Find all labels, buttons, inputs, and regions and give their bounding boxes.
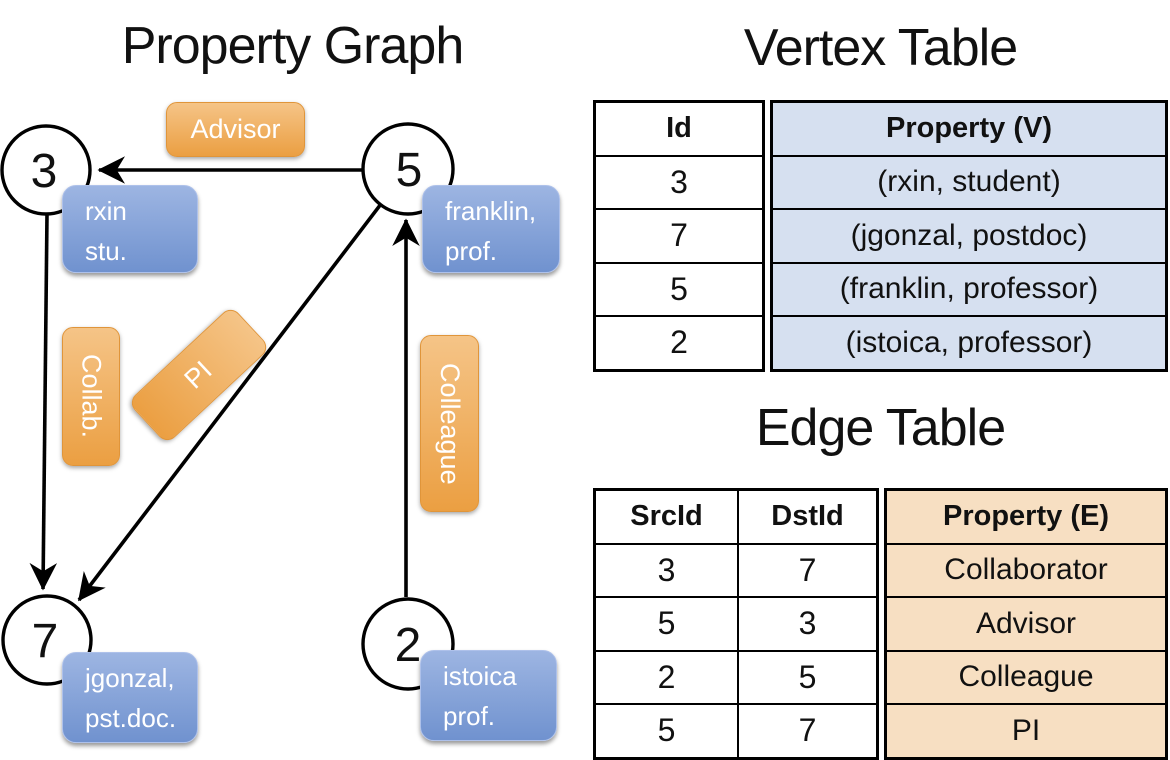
property-box-istoica: istoica prof. <box>420 650 557 741</box>
table-row: Colleague <box>884 649 1168 705</box>
edge-label-colleague: Colleague <box>420 335 479 512</box>
table-row: (jgonzal, postdoc) <box>770 208 1168 264</box>
edge-property-cell: PI <box>884 703 1168 759</box>
edge-table-property-column: Property (E) Collaborator Advisor Collea… <box>884 488 1168 760</box>
vertex-table-id-column: Id 3 7 5 2 <box>593 100 765 372</box>
vertex-id-cell: 2 <box>593 315 765 371</box>
table-row: 7 <box>593 208 765 264</box>
property-box-franklin-line1: franklin, <box>445 196 537 226</box>
table-row: Property (E) <box>884 488 1168 545</box>
table-row: 5 3 <box>593 596 879 652</box>
edge-srcid-cell: 5 <box>593 703 739 759</box>
vertex-property-cell: (franklin, professor) <box>770 261 1168 317</box>
vertex-id-cell: 7 <box>593 208 765 264</box>
table-row: Advisor <box>884 596 1168 652</box>
property-box-rxin-line2: stu. <box>85 236 127 266</box>
edge-3-to-7-collaborator <box>29 213 58 591</box>
vertex-property-header: Property (V) <box>770 100 1168 157</box>
property-box-jgonzal: jgonzal, pst.doc. <box>62 652 198 743</box>
table-row: 5 7 <box>593 703 879 759</box>
table-row: SrcId DstId <box>593 488 879 545</box>
property-box-istoica-line1: istoica <box>443 661 517 691</box>
table-row: 3 7 <box>593 542 879 598</box>
edge-dstid-cell: 7 <box>737 703 879 759</box>
table-row: 2 5 <box>593 649 879 705</box>
table-row: (istoica, professor) <box>770 315 1168 371</box>
vertex-property-cell: (istoica, professor) <box>770 315 1168 371</box>
edge-property-cell: Collaborator <box>884 542 1168 598</box>
node-3-id: 3 <box>31 145 58 198</box>
edge-label-collab: Collab. <box>62 327 120 466</box>
vertex-id-header: Id <box>593 100 765 157</box>
edge-label-advisor: Advisor <box>166 102 305 157</box>
edge-table-id-columns: SrcId DstId 3 7 5 3 2 5 5 7 <box>593 488 879 760</box>
table-row: 2 <box>593 315 765 371</box>
table-row: 5 <box>593 261 765 317</box>
table-row: Property (V) <box>770 100 1168 157</box>
edge-property-cell: Colleague <box>884 649 1168 705</box>
property-box-jgonzal-line2: pst.doc. <box>85 703 177 733</box>
edge-srcid-cell: 5 <box>593 596 739 652</box>
property-box-istoica-line2: prof. <box>443 701 496 731</box>
edge-label-advisor-text: Advisor <box>190 114 281 144</box>
table-row: PI <box>884 703 1168 759</box>
edge-property-header: Property (E) <box>884 488 1168 545</box>
edge-label-colleague-text: Colleague <box>435 362 465 485</box>
edge-srcid-header: SrcId <box>593 488 739 545</box>
property-box-rxin: rxin stu. <box>62 185 198 273</box>
table-row: 3 <box>593 154 765 210</box>
edge-srcid-cell: 2 <box>593 649 739 705</box>
vertex-table: Id 3 7 5 2 Property (V) (rxin, student) … <box>593 100 1168 372</box>
edge-label-collab-text: Collab. <box>76 354 107 439</box>
vertex-table-property-column: Property (V) (rxin, student) (jgonzal, p… <box>770 100 1168 372</box>
edge-dstid-cell: 3 <box>737 596 879 652</box>
edge-property-cell: Advisor <box>884 596 1168 652</box>
vertex-property-cell: (rxin, student) <box>770 154 1168 210</box>
edge-dstid-header: DstId <box>737 488 879 545</box>
node-2-id: 2 <box>395 619 422 672</box>
property-graph-title: Property Graph <box>121 17 465 75</box>
vertex-id-cell: 3 <box>593 154 765 210</box>
vertex-property-cell: (jgonzal, postdoc) <box>770 208 1168 264</box>
property-box-franklin: franklin, prof. <box>422 185 560 273</box>
table-row: Id <box>593 100 765 157</box>
property-box-rxin-line1: rxin <box>85 196 127 226</box>
edge-label-pi-text: PI <box>179 354 219 395</box>
property-box-franklin-line2: prof. <box>445 236 498 266</box>
edge-table-title: Edge Table <box>755 399 1006 457</box>
edge-dstid-cell: 5 <box>737 649 879 705</box>
edge-srcid-cell: 3 <box>593 542 739 598</box>
vertex-id-cell: 5 <box>593 261 765 317</box>
node-5-id: 5 <box>396 144 423 197</box>
edge-5-to-7-pi <box>77 202 383 602</box>
vertex-table-title: Vertex Table <box>743 19 1018 77</box>
table-row: (rxin, student) <box>770 154 1168 210</box>
property-box-jgonzal-line1: jgonzal, <box>85 663 175 693</box>
table-row: Collaborator <box>884 542 1168 598</box>
node-7-id: 7 <box>32 615 59 668</box>
edge-table: SrcId DstId 3 7 5 3 2 5 5 7 Property (E)… <box>593 488 1168 760</box>
table-row: (franklin, professor) <box>770 261 1168 317</box>
edge-dstid-cell: 7 <box>737 542 879 598</box>
